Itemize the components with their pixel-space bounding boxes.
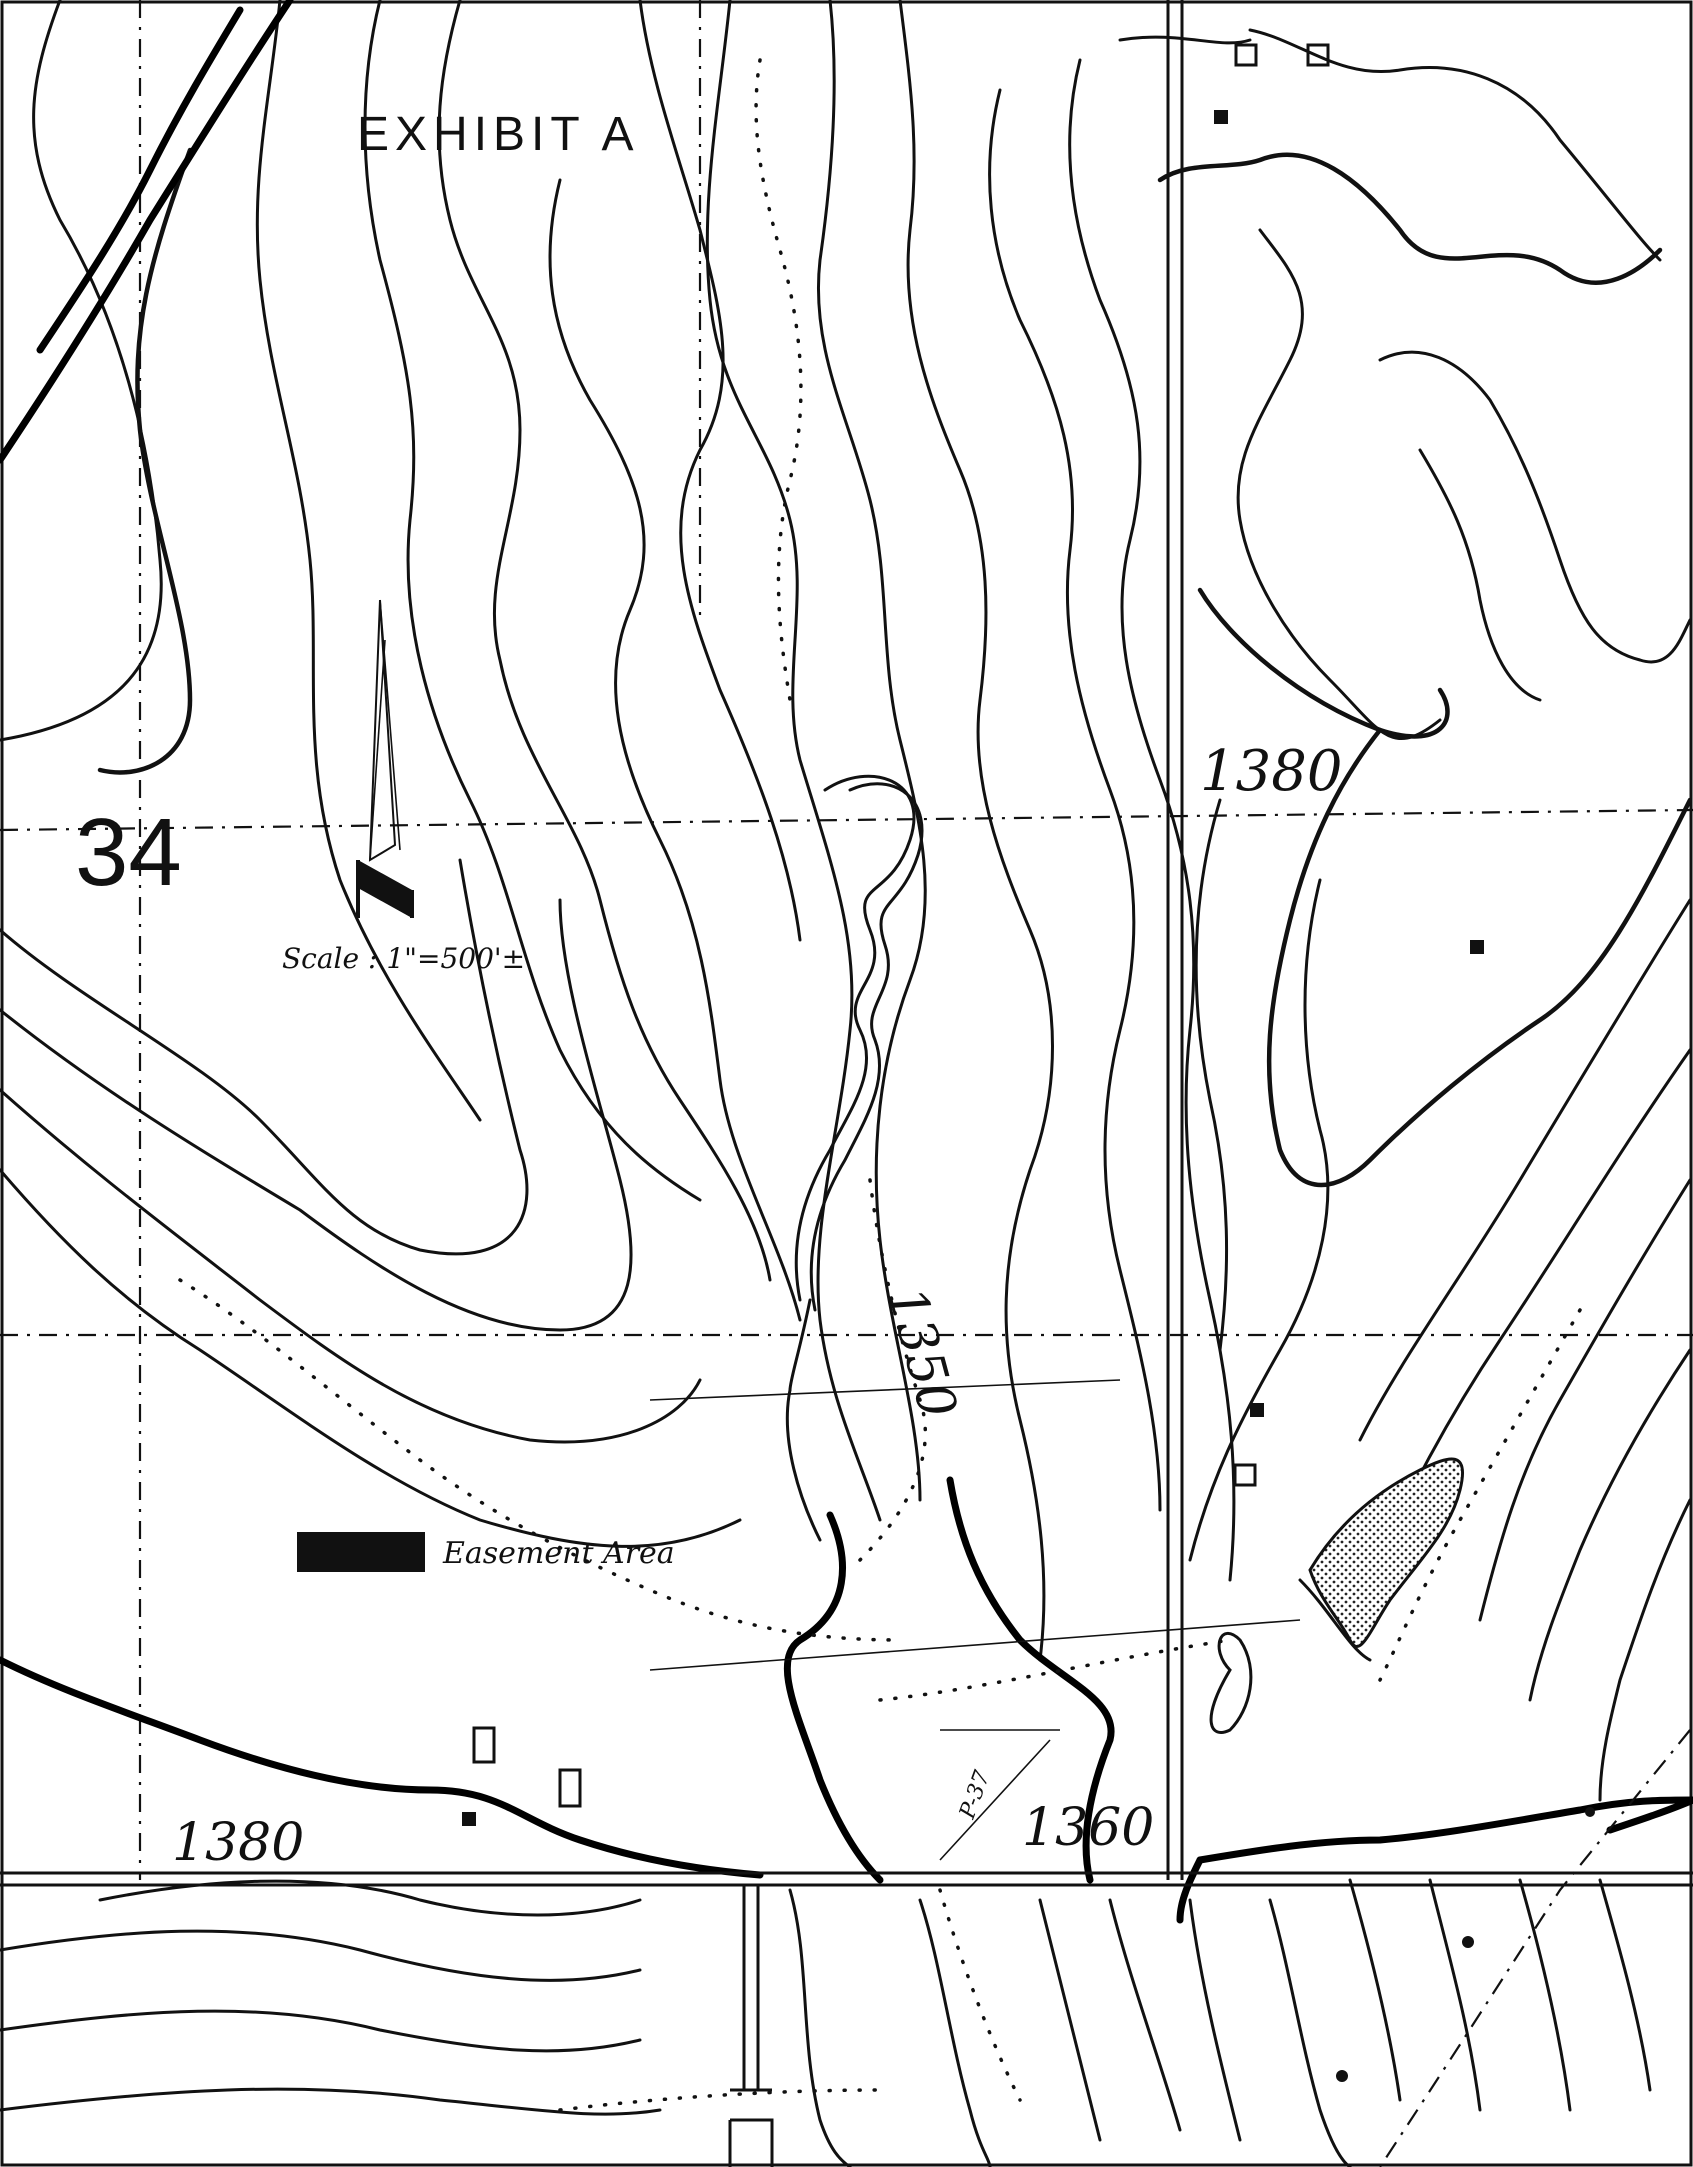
scale-note: Scale : 1"=500'± — [282, 942, 525, 975]
easement-legend-swatch — [297, 1532, 425, 1572]
creek — [785, 774, 924, 1542]
pipeline-label: P-37 — [955, 1767, 996, 1823]
contour-label-1380-sw: 1380 — [172, 1813, 304, 1873]
section-number: 34 — [75, 799, 182, 906]
trails — [178, 58, 1582, 2112]
north-arrow-icon — [356, 599, 414, 918]
section-lines — [0, 0, 1693, 1880]
easement-legend-label: Easement Area — [442, 1536, 675, 1571]
pond — [1209, 1457, 1465, 1734]
contour-label-1380-ne: 1380 — [1200, 739, 1343, 804]
buildings — [462, 43, 1595, 2082]
exhibit-label: EXHIBIT A — [357, 108, 640, 161]
diagonal-dashed-line — [1379, 1729, 1691, 2167]
pipeline-lines — [369, 599, 1301, 1861]
contour-label-1360: 1360 — [1022, 1798, 1154, 1858]
contour-label-1350: 1350 — [875, 1281, 967, 1424]
streams — [0, 0, 1693, 1924]
